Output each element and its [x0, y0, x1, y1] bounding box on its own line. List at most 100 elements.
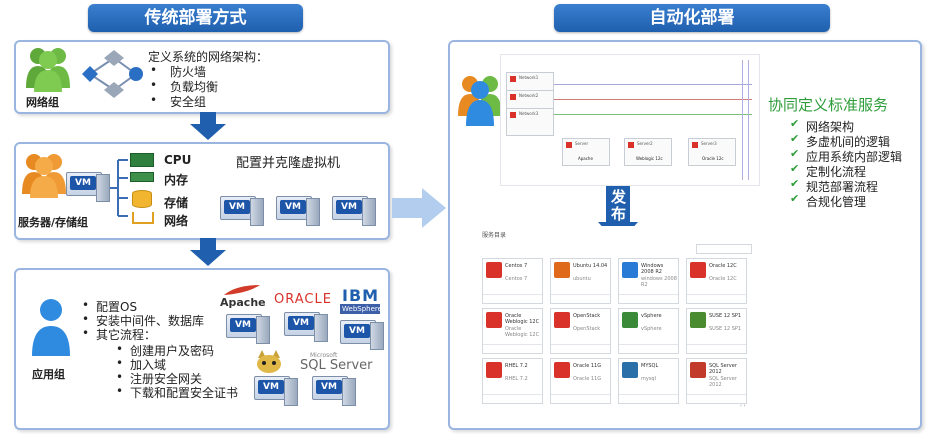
- topology-line: [748, 60, 749, 180]
- network-group-label: 网络组: [26, 96, 59, 109]
- catalog-card-name: SUSE 12 SP1: [709, 313, 742, 319]
- check-icon: ✔: [790, 177, 800, 190]
- catalog-pager[interactable]: ‹ ›: [740, 403, 746, 409]
- standard-item: 定制化流程: [806, 165, 867, 179]
- ibm-logo-text: IBM: [342, 286, 380, 305]
- catalog-card-subtitle: ubuntu: [573, 276, 591, 282]
- network-topology-icon: [82, 50, 143, 98]
- network-item: 防火墙: [170, 65, 207, 79]
- network-item: 安全组: [170, 95, 207, 109]
- app-subitem: 注册安全网关: [130, 372, 203, 386]
- catalog-card-footer: [483, 344, 542, 353]
- storage-icon: [132, 190, 152, 208]
- app-subitem-bullet: •: [116, 384, 124, 398]
- service-catalog-title: 服务目录: [482, 232, 507, 239]
- vm-icon: VM: [284, 312, 328, 342]
- catalog-card-footer: [619, 344, 678, 353]
- topology-server-node: Server2: [624, 138, 672, 166]
- catalog-card-subtitle: RHEL 7.2: [505, 376, 528, 382]
- resource-cpu: CPU: [164, 153, 192, 167]
- topology-server-node: Server: [562, 138, 610, 166]
- app-item-bullet: •: [82, 298, 90, 312]
- catalog-card-footer: [483, 294, 542, 303]
- catalog-card-logo-icon: [554, 262, 570, 278]
- catalog-card-subtitle: windows 2008 R2: [641, 276, 677, 288]
- catalog-card-name: OpenStack: [573, 313, 601, 319]
- app-item: 其它流程：: [96, 328, 157, 342]
- catalog-card-subtitle: mysql: [641, 376, 656, 382]
- catalog-card-subtitle: OpenStack: [573, 326, 601, 332]
- catalog-card-subtitle: Oracle 11G: [573, 376, 602, 382]
- standard-item: 多虚机间的逻辑: [806, 135, 891, 149]
- vm-icon: VM: [66, 172, 110, 202]
- catalog-card-name: Centos 7: [505, 263, 528, 269]
- server-group-people-icon: [22, 154, 66, 198]
- vm-icon: VM: [340, 320, 384, 350]
- vm-icon: VM: [332, 196, 376, 226]
- app-group-label: 应用组: [32, 368, 65, 381]
- app-panel: [14, 268, 390, 430]
- check-icon: ✔: [790, 162, 800, 175]
- app-group-people-icon: [32, 299, 70, 356]
- network-panel: [14, 40, 390, 114]
- catalog-card-subtitle: SUSE 12 SP1: [709, 326, 742, 332]
- vm-icon: VM: [312, 376, 356, 406]
- down-arrow-icon: [190, 112, 226, 140]
- catalog-card-subtitle: SQL Server 2012: [709, 376, 737, 388]
- network-group-people-icon: [26, 48, 70, 92]
- catalog-card-footer: [619, 394, 678, 403]
- app-item-bullet: •: [82, 312, 90, 326]
- catalog-card-logo-icon: [554, 312, 570, 328]
- catalog-search-box[interactable]: [696, 244, 752, 254]
- topology-app-label: Oracle 12c: [702, 156, 724, 161]
- catalog-card-name: Oracle 12C: [709, 263, 737, 269]
- catalog-card-logo-icon: [690, 262, 706, 278]
- cpu-icon: [130, 153, 154, 167]
- vm-icon: VM: [276, 196, 320, 226]
- catalog-card-logo-icon: [486, 362, 502, 378]
- catalog-card-footer: [619, 294, 678, 303]
- websphere-logo-text: WebSphere: [342, 305, 382, 313]
- app-item: 配置OS: [96, 300, 138, 314]
- app-subitem-bullet: •: [116, 370, 124, 384]
- server-task-label: 配置并克隆虚拟机: [236, 156, 341, 171]
- app-subitem-bullet: •: [116, 356, 124, 370]
- automation-people-icon: [458, 76, 502, 126]
- catalog-card-footer: [483, 394, 542, 403]
- catalog-card-name: Windows 2008 R2: [641, 263, 664, 275]
- network-item-bullet: •: [150, 93, 158, 107]
- topology-line: [552, 114, 752, 115]
- apache-logo-text: Apache: [220, 296, 266, 309]
- memory-icon: [130, 172, 154, 182]
- websphere-logo: [340, 304, 380, 314]
- app-item: 安装中间件、数据库: [96, 314, 205, 328]
- topology-line: [742, 60, 743, 180]
- app-subitem: 加入域: [130, 358, 167, 372]
- catalog-card-footer: [687, 294, 746, 303]
- catalog-card-logo-icon: [690, 312, 706, 328]
- apache-feather-icon: [224, 285, 260, 295]
- topology-app-label: Apache: [578, 156, 593, 161]
- catalog-card-logo-icon: [622, 312, 638, 328]
- resource-network: 网络: [164, 214, 189, 228]
- server-group-label: 服务器/存储组: [18, 216, 89, 229]
- catalog-card-logo-icon: [622, 262, 638, 278]
- network-item: 负载均衡: [170, 80, 219, 94]
- catalog-card-name: SQL Server 2012: [709, 363, 737, 375]
- vm-icon: VM: [220, 196, 264, 226]
- resource-memory: 内存: [164, 173, 189, 187]
- check-icon: ✔: [790, 117, 800, 130]
- topology-app-label: Weblogic 12c: [636, 156, 663, 161]
